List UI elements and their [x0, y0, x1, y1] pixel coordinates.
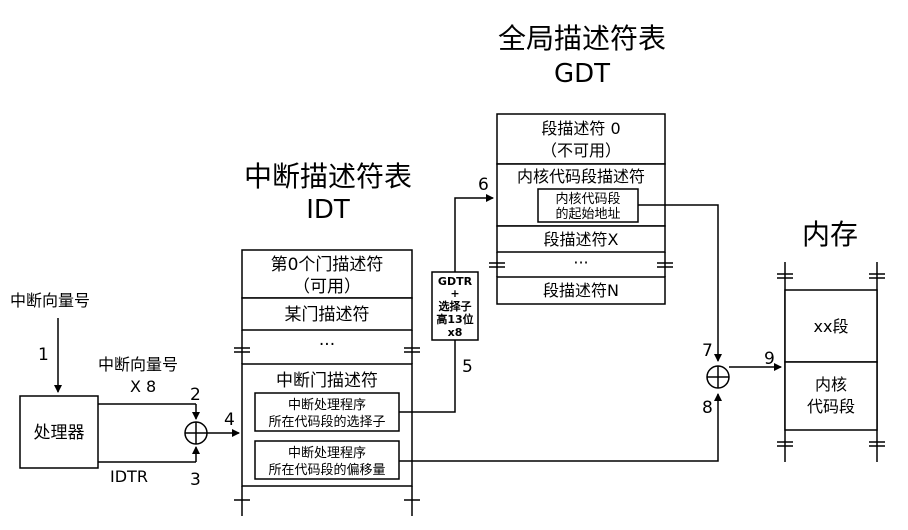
step-3: 3 [190, 470, 201, 490]
gdt-title: 全局描述符表 [498, 22, 666, 55]
idt-row-some-gate-label: 某门描述符 [285, 305, 370, 325]
base-line2: 的起始地址 [555, 206, 620, 222]
step-4: 4 [224, 410, 235, 430]
gdt-subtitle: GDT [554, 59, 610, 89]
memory-seg-kernel-line2: 代码段 [807, 397, 855, 416]
memory-seg-xx-label: xx段 [814, 317, 849, 336]
memory-title: 内存 [802, 218, 858, 251]
processor-box [19, 395, 99, 469]
memory-seg-kernel [784, 361, 878, 431]
idt-gate-offset-field [254, 440, 400, 480]
step-2: 2 [190, 385, 201, 405]
gdt-row-0-line2: （不可用） [541, 141, 621, 160]
gdt-row-n-label: 段描述符N [543, 281, 619, 300]
offset-line2: 所在代码段的偏移量 [268, 462, 385, 478]
gdt-ellipsis: ··· [573, 253, 588, 272]
idt-ellipsis: ··· [319, 335, 335, 355]
step-9: 9 [764, 349, 775, 369]
gdt-row-x [496, 225, 666, 253]
line-selector-to-gdtr [399, 340, 456, 413]
step-7: 7 [702, 341, 713, 361]
mult-label: 中断向量号 [98, 355, 178, 374]
idtr-label: IDTR [110, 467, 148, 486]
arrow-gdtr-to-gdt [454, 194, 494, 272]
step-1: 1 [38, 345, 49, 365]
step-6: 6 [478, 175, 489, 195]
idt-row-0-line2: （可用） [293, 277, 361, 297]
memory-seg-kernel-line1: 内核 [815, 375, 847, 394]
idt-row-0-line1: 第0个门描述符 [271, 255, 384, 275]
gdt-row-n [496, 276, 666, 305]
idt-row-some-gate [241, 297, 413, 331]
gdtr-line1: GDTR [438, 275, 473, 288]
idt-gate-title: 中断门描述符 [276, 371, 378, 391]
gdt-kernel-base-field [537, 188, 639, 223]
gdt-row-0-line1: 段描述符 0 [541, 119, 620, 138]
gdt-row-x-label: 段描述符X [544, 230, 619, 249]
memory-seg-xx [784, 289, 878, 363]
adder-idt-icon [184, 421, 208, 445]
idt-title: 中断描述符表 [244, 160, 412, 193]
gdtr-line4: 高13位 [436, 312, 473, 326]
idt-row-0 [241, 249, 413, 299]
arrow-base-to-adder [638, 204, 722, 362]
gdtr-line3: 选择子 [439, 299, 472, 313]
offset-line1: 中断处理程序 [288, 446, 366, 461]
selector-line2: 所在代码段的选择子 [268, 414, 385, 430]
gdtr-line2: + [450, 287, 459, 300]
base-line1: 内核代码段 [555, 191, 620, 207]
arrow-offset-to-adder [399, 393, 722, 462]
step-5: 5 [462, 357, 473, 377]
vector-input-label: 中断向量号 [10, 291, 90, 310]
processor-label: 处理器 [34, 423, 85, 443]
step-8: 8 [702, 398, 713, 418]
gdt-kernel-label: 内核代码段描述符 [517, 167, 645, 186]
idt-subtitle: IDT [306, 195, 350, 225]
gdt-row-0 [496, 113, 666, 165]
gdtr-calc-box [431, 271, 479, 341]
mult-value: X 8 [130, 377, 156, 396]
adder-memory-icon [706, 365, 730, 389]
gdtr-line5: x8 [448, 326, 463, 339]
selector-line1: 中断处理程序 [288, 398, 366, 413]
